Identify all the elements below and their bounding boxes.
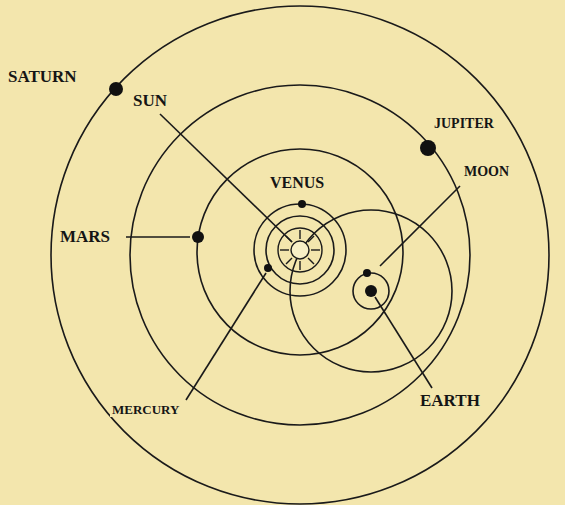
saturn-orbit: [51, 6, 549, 504]
planet-label: MERCURY: [110, 403, 181, 417]
mercury-dot: [264, 264, 272, 272]
jupiter-orbit: [130, 85, 470, 425]
planet-label: JUPITER: [432, 116, 496, 131]
planet-label: EARTH: [418, 392, 482, 411]
venus-dot: [298, 200, 306, 208]
moon-dot: [363, 269, 371, 277]
leader-line: [186, 273, 266, 400]
planet-label: MARS: [58, 228, 112, 247]
leader-line: [380, 186, 460, 266]
leader-line: [375, 297, 432, 388]
planet-label: SATURN: [6, 68, 79, 87]
moon-orbit: [353, 273, 389, 309]
jupiter-dot: [420, 140, 436, 156]
leader-line: [126, 236, 190, 238]
earth-dot: [365, 285, 377, 297]
planet-label: VENUS: [268, 174, 326, 192]
planet-label: MOON: [462, 164, 511, 179]
sun-orbit: [290, 210, 452, 372]
planet-label: SUN: [131, 92, 169, 111]
mars-dot: [192, 231, 204, 243]
saturn-dot: [109, 82, 123, 96]
